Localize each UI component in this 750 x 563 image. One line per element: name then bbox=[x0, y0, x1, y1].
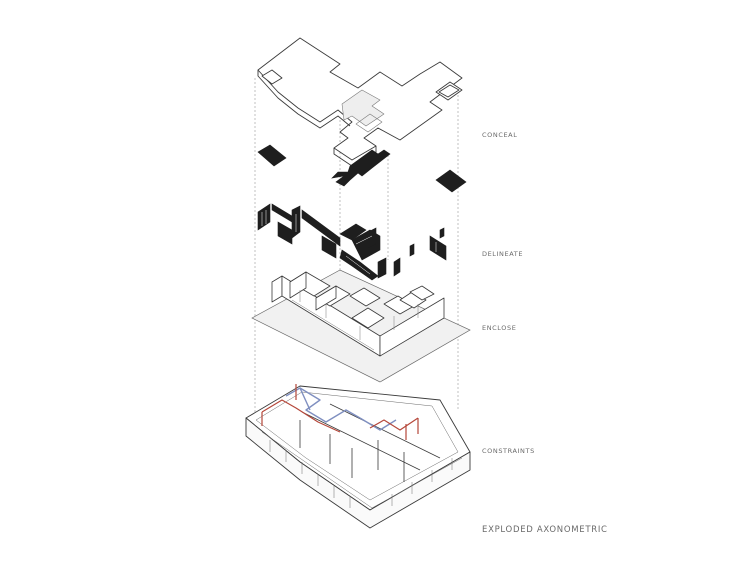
partition-wall bbox=[277, 221, 293, 245]
enclosure-wall bbox=[379, 297, 445, 357]
wall-edge bbox=[345, 255, 371, 275]
enclosure-room bbox=[315, 285, 337, 311]
enclose-layer bbox=[251, 269, 471, 383]
enclosure-room bbox=[349, 287, 381, 307]
duct-blue bbox=[299, 387, 311, 411]
layer-label-constraints: CONSTRAINTS bbox=[482, 447, 535, 455]
shell-base bbox=[245, 417, 471, 529]
duct-red bbox=[369, 417, 419, 431]
diagram-title: EXPLODED AXONOMETRIC bbox=[482, 525, 608, 535]
enclosure-detail bbox=[291, 299, 375, 351]
partition-wall bbox=[257, 203, 271, 231]
enclosure-room bbox=[409, 285, 435, 301]
duct-blue bbox=[359, 417, 397, 431]
shell-rib bbox=[269, 440, 453, 508]
enclosure-room bbox=[399, 291, 427, 309]
constraints-layer bbox=[245, 384, 471, 529]
structural-beam bbox=[329, 403, 441, 459]
enclosure-wall bbox=[271, 275, 283, 303]
duct-red bbox=[261, 399, 341, 433]
shell-inner-edge bbox=[371, 457, 463, 509]
partition-wall bbox=[301, 209, 341, 247]
enclosure-room bbox=[289, 271, 307, 299]
partition-wall bbox=[439, 227, 445, 239]
shell-inner-edge bbox=[261, 431, 373, 509]
partition-wall bbox=[429, 235, 447, 261]
partition-wall bbox=[377, 257, 387, 279]
partition-wall bbox=[321, 235, 337, 259]
partition-wall bbox=[271, 203, 293, 223]
duct-red bbox=[405, 418, 419, 440]
partition-wall bbox=[409, 243, 415, 257]
ceiling-plan-edge bbox=[257, 70, 351, 129]
ceiling-inner-void bbox=[355, 113, 383, 133]
wall-edge bbox=[355, 235, 373, 245]
ceiling-inner-void bbox=[341, 89, 385, 127]
ceiling-panel-cross bbox=[331, 149, 391, 187]
layer-label-conceal: CONCEAL bbox=[482, 131, 518, 139]
ceiling-corner-box bbox=[435, 81, 463, 101]
layer-label-delineate: DELINEATE bbox=[482, 250, 524, 258]
enclosure-room bbox=[351, 307, 385, 329]
delineate-layer bbox=[257, 203, 447, 281]
layer-label-enclose: ENCLOSE bbox=[482, 324, 517, 332]
partition-wall bbox=[393, 257, 401, 277]
partition-wall bbox=[367, 227, 377, 249]
partition-wall bbox=[339, 249, 379, 281]
ceiling-panels bbox=[257, 144, 467, 193]
partition-wall-highlights bbox=[261, 210, 437, 275]
conceal-layer bbox=[257, 37, 463, 167]
ceiling-panel-right bbox=[435, 169, 467, 193]
partition-wall bbox=[339, 223, 367, 241]
ceiling-panel-left bbox=[257, 144, 287, 167]
ceiling-corner-box bbox=[261, 69, 283, 85]
ceiling-corner-box bbox=[438, 84, 460, 98]
structural-beam bbox=[301, 411, 421, 471]
